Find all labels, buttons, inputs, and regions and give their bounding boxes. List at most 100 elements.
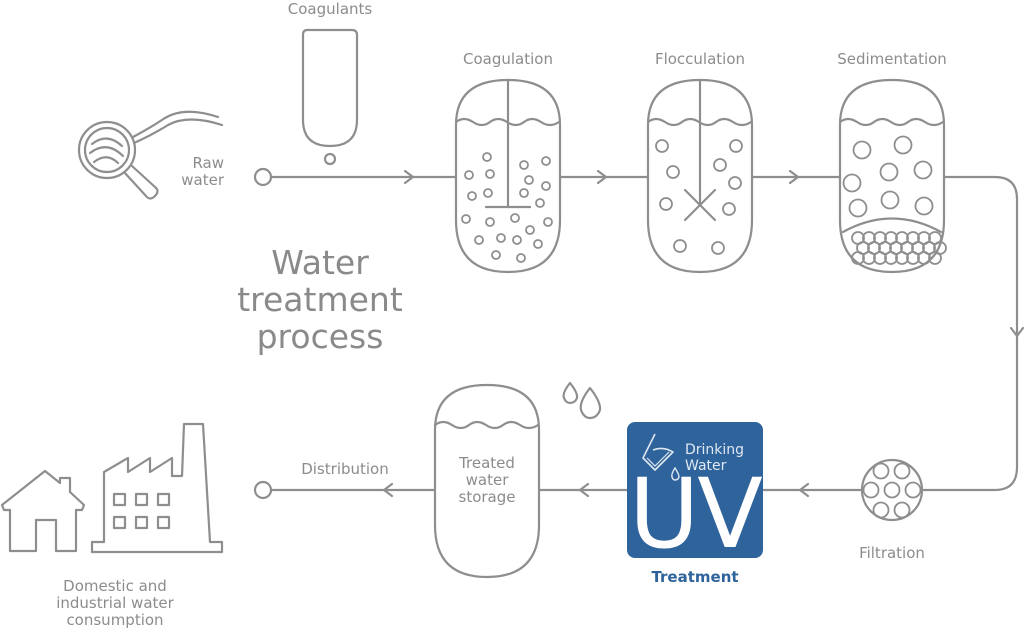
factory-window (134, 492, 149, 507)
particle (525, 225, 535, 235)
particle (541, 156, 551, 166)
particle (842, 173, 862, 193)
particle (673, 239, 687, 253)
particle (485, 169, 495, 179)
arrow-icon (798, 482, 810, 498)
particle (728, 176, 742, 190)
title-line2: treatment (237, 280, 403, 319)
arrow-icon (578, 482, 590, 498)
arrow-icon (382, 482, 394, 498)
particle (461, 214, 471, 224)
house-icon (0, 469, 86, 553)
particle (655, 139, 669, 153)
particle (893, 462, 911, 480)
uv-treatment-badge: Drinking Water UV (627, 422, 763, 562)
raw-water-line2: water (181, 171, 224, 189)
particle (713, 158, 727, 172)
particle (883, 481, 901, 499)
particle (516, 253, 526, 263)
particle (535, 198, 545, 208)
particle (510, 213, 520, 223)
particle (872, 462, 890, 480)
drinking-line: Drinking (685, 442, 745, 458)
factory-window (156, 492, 171, 507)
storage-line2: water (465, 471, 509, 489)
particle (917, 251, 931, 265)
consumption-label: Domestic and industrial water consumptio… (30, 578, 200, 629)
particle (893, 501, 911, 519)
consumption-line1: Domestic and (63, 577, 167, 595)
raw-water-label: Raw water (176, 155, 224, 189)
arrow-icon (788, 169, 800, 185)
particle (524, 175, 534, 185)
particle (659, 197, 673, 211)
flocculation-label: Flocculation (654, 50, 746, 68)
storage-label: Treated water storage (437, 455, 537, 506)
particle (895, 251, 909, 265)
coagulants-label: Coagulants (287, 0, 373, 18)
coagulation-label: Coagulation (463, 50, 553, 68)
factory-window (112, 492, 127, 507)
storage-line1: Treated (459, 454, 515, 472)
factory-window (112, 515, 127, 530)
particle (543, 217, 553, 227)
particle (722, 202, 736, 216)
title-line1: Water (271, 243, 369, 282)
particle (862, 251, 876, 265)
particle (914, 196, 934, 216)
drinking-water-text: Drinking Water (685, 442, 744, 474)
coagulation-tank-icon (454, 78, 562, 274)
treatment-label: Treatment (651, 568, 739, 586)
particle (906, 251, 920, 265)
sedimentation-label: Sedimentation (837, 50, 947, 68)
consumption-line2: industrial water (56, 594, 174, 612)
water-drops-icon (562, 381, 602, 420)
particle (851, 251, 865, 265)
uv-text: UV (629, 458, 763, 570)
particle (862, 481, 880, 499)
outlet-node (253, 480, 273, 500)
flocculation-tank-icon (646, 78, 754, 274)
title-line3: process (256, 317, 384, 356)
consumption-line3: consumption (66, 611, 164, 629)
particle (496, 233, 506, 243)
particle (893, 135, 913, 155)
particle (474, 235, 484, 245)
inlet-node (253, 167, 273, 187)
particle (879, 162, 899, 182)
particle (533, 239, 543, 249)
sedimentation-tank-icon (838, 78, 947, 274)
filtration-label: Filtration (859, 544, 925, 562)
glass-pour-icon (642, 433, 680, 481)
arrow-icon (1009, 326, 1024, 338)
distribution-label: Distribution (301, 460, 389, 478)
particle (880, 190, 900, 210)
raw-water-line1: Raw (192, 154, 224, 172)
particle (467, 191, 477, 201)
filter-icon (860, 458, 924, 522)
coagulant-tank-icon (301, 28, 359, 166)
factory-icon (90, 422, 224, 554)
particle (729, 139, 743, 153)
arrow-icon (596, 169, 608, 185)
particle (482, 152, 492, 162)
particle (873, 251, 887, 265)
particle (519, 188, 529, 198)
particle (884, 251, 898, 265)
storage-line3: storage (458, 488, 516, 506)
magnifier-icon (77, 110, 224, 200)
particle (483, 188, 493, 198)
diagram-title: Water treatment process (232, 244, 408, 355)
factory-window (156, 515, 171, 530)
particle (541, 181, 551, 191)
particle (872, 501, 890, 519)
particle (711, 241, 725, 255)
particle (519, 160, 529, 170)
storage-tank-icon (433, 383, 541, 579)
arrow-icon (403, 169, 415, 185)
particle (485, 217, 495, 227)
particle (464, 170, 474, 180)
particle (491, 250, 501, 260)
factory-window (134, 515, 149, 530)
